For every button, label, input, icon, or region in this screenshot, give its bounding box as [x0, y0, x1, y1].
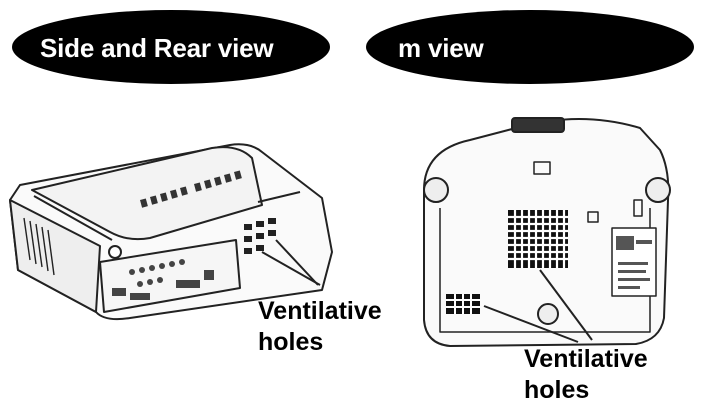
callout-left-line1: Ventilative [258, 297, 382, 325]
ventilative-holes-callout-right: Ventilative holes [524, 344, 648, 406]
callout-right-line2: holes [524, 376, 590, 404]
callout-right-line1: Ventilative [524, 345, 648, 373]
bottom-view-title: m view [398, 33, 484, 63]
projector-side-rear-drawing [9, 143, 333, 321]
projector-bottom-drawing [423, 117, 671, 347]
bottom-view-banner [366, 10, 694, 84]
ventilative-holes-callout-left: Ventilative holes [258, 296, 382, 358]
side-rear-view-title: Side and Rear view [40, 33, 274, 63]
side-rear-view-banner [12, 10, 330, 84]
callout-left-line2: holes [258, 328, 324, 356]
